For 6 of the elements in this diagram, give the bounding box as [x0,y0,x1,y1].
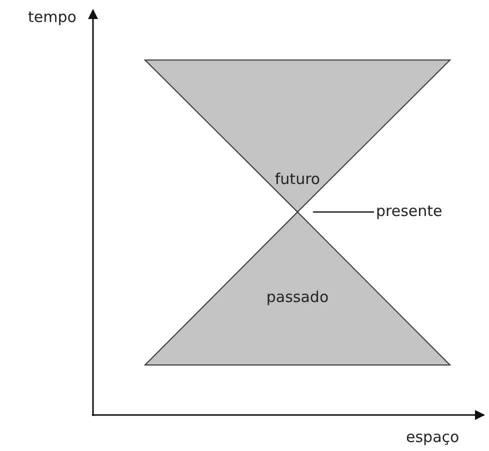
leader-line [313,211,374,213]
region-label: passado [266,288,329,306]
region-label: futuro [274,170,320,188]
callout-label: presente [376,202,442,220]
axis-label: espaço [406,428,460,446]
axis-label: tempo [28,8,76,26]
